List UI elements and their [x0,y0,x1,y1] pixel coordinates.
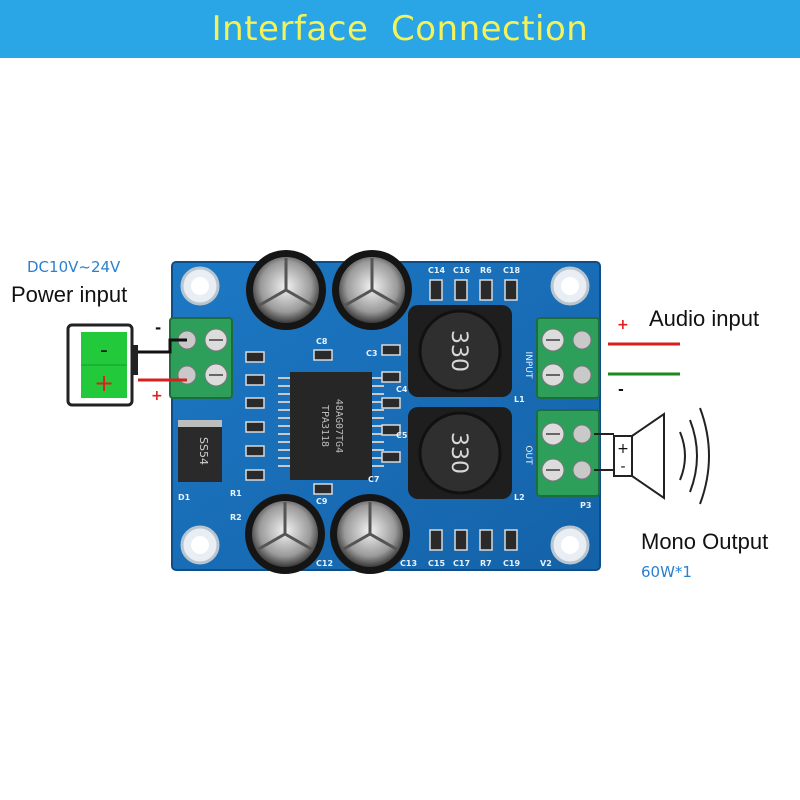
inductor [408,407,512,499]
chip-model: TPA3118 [319,405,330,447]
audio-input-label: Audio input [649,306,760,331]
capacitor [246,250,326,330]
silk-label: R1 [230,489,242,498]
output-power-label: 60W*1 [641,563,692,581]
inductor-label: 330 [446,432,471,474]
power-wire-negative [138,338,187,354]
mount-hole [180,266,220,306]
speaker-plus-sign: + [617,441,629,457]
speaker-output-terminal [536,409,600,497]
speaker-minus-sign: - [620,459,625,475]
silk-label: R6 [480,266,492,275]
page-title: Interface Connection [211,9,589,49]
power-plus-label: + [151,388,163,404]
amplifier-chip [278,372,384,480]
battery-minus-sign: - [100,338,108,363]
silk-label: C16 [453,266,470,275]
mount-hole [550,525,590,565]
silk-label: C3 [366,349,377,358]
silk-label: C4 [396,385,408,394]
silk-label: C9 [316,497,328,506]
amplifier-board: 330 330 48AG07TG4 TPA3118 [169,250,601,574]
silk-label: C13 [400,559,417,568]
input-silk-label: INPUT [523,352,533,379]
capacitor [332,250,412,330]
silk-label: V2 [540,559,552,568]
diode [178,420,222,482]
output-silk-label: OUT [523,445,533,465]
mount-hole [550,266,590,306]
silk-label: L2 [514,493,525,502]
audio-plus-label: + [617,317,629,333]
silk-label: R7 [480,559,492,568]
silk-label: C12 [316,559,333,568]
power-terminal [169,317,233,399]
speaker-icon [594,407,710,505]
silk-label: C19 [503,559,520,568]
silk-label: C8 [316,337,328,346]
silk-label: R2 [230,513,242,522]
inductor-label: 330 [446,330,471,372]
power-voltage-label: DC10V~24V [27,258,121,276]
power-input-label: Power input [11,282,128,307]
silk-label: D1 [178,493,191,502]
chip-marking: 48AG07TG4 [333,399,344,453]
silk-label: C18 [503,266,520,275]
mount-hole [180,525,220,565]
silk-label: C15 [428,559,445,568]
audio-minus-label: - [618,382,624,398]
mono-output-label: Mono Output [641,529,769,554]
silk-label: L1 [514,395,525,404]
capacitor [330,494,410,574]
title-banner: Interface Connection [0,0,800,58]
battery-plus-sign: + [94,369,114,397]
silk-label: C5 [396,431,408,440]
silk-label: C17 [453,559,470,568]
silk-label: C14 [428,266,445,275]
inductor [408,305,512,397]
battery-icon [66,323,138,407]
audio-input-terminal [536,317,600,399]
silk-label: P3 [580,501,591,510]
power-minus-label: - [155,319,161,337]
smd-component [245,279,518,551]
silk-label: C7 [368,475,379,484]
capacitor [245,494,325,574]
diode-label: SS54 [197,437,210,465]
